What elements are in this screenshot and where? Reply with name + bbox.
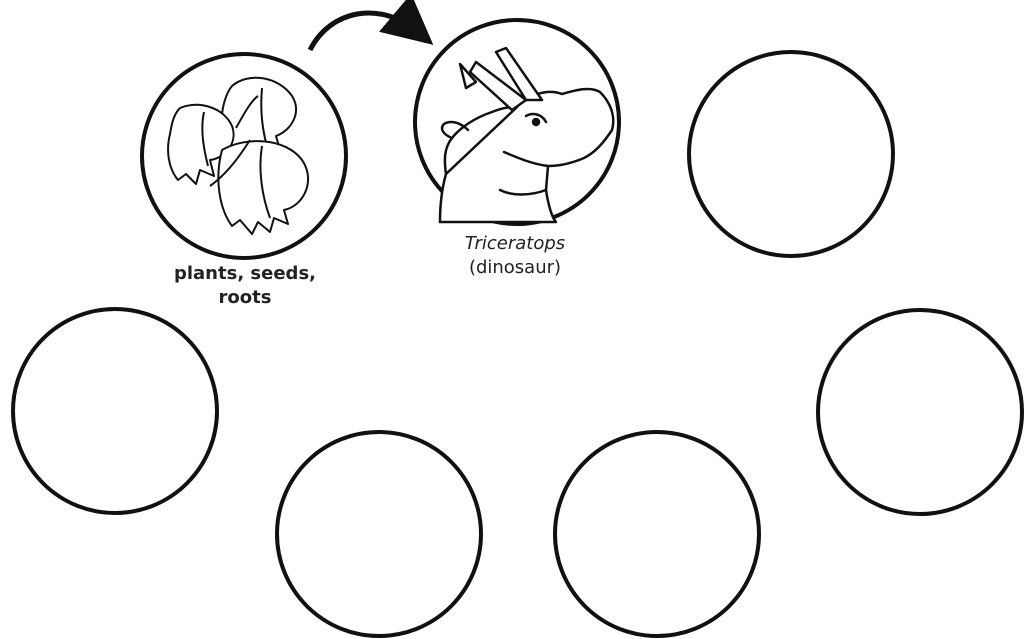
node-circle-empty-1	[689, 52, 893, 256]
node-circle-empty-4	[555, 432, 759, 636]
node-label-line-2: roots	[140, 286, 350, 310]
node-label-plants: plants, seeds, roots	[140, 262, 350, 310]
node-circle-empty-5	[818, 310, 1022, 514]
food-chain-arrow	[310, 13, 418, 50]
node-label-triceratops: Triceratops (dinosaur)	[410, 232, 620, 280]
node-circle-empty-3	[277, 432, 481, 636]
node-label-line-1: plants, seeds,	[140, 262, 350, 286]
node-circle-empty-2	[13, 309, 217, 513]
node-label-note: (dinosaur)	[469, 257, 561, 278]
node-label-species: Triceratops	[410, 232, 620, 256]
